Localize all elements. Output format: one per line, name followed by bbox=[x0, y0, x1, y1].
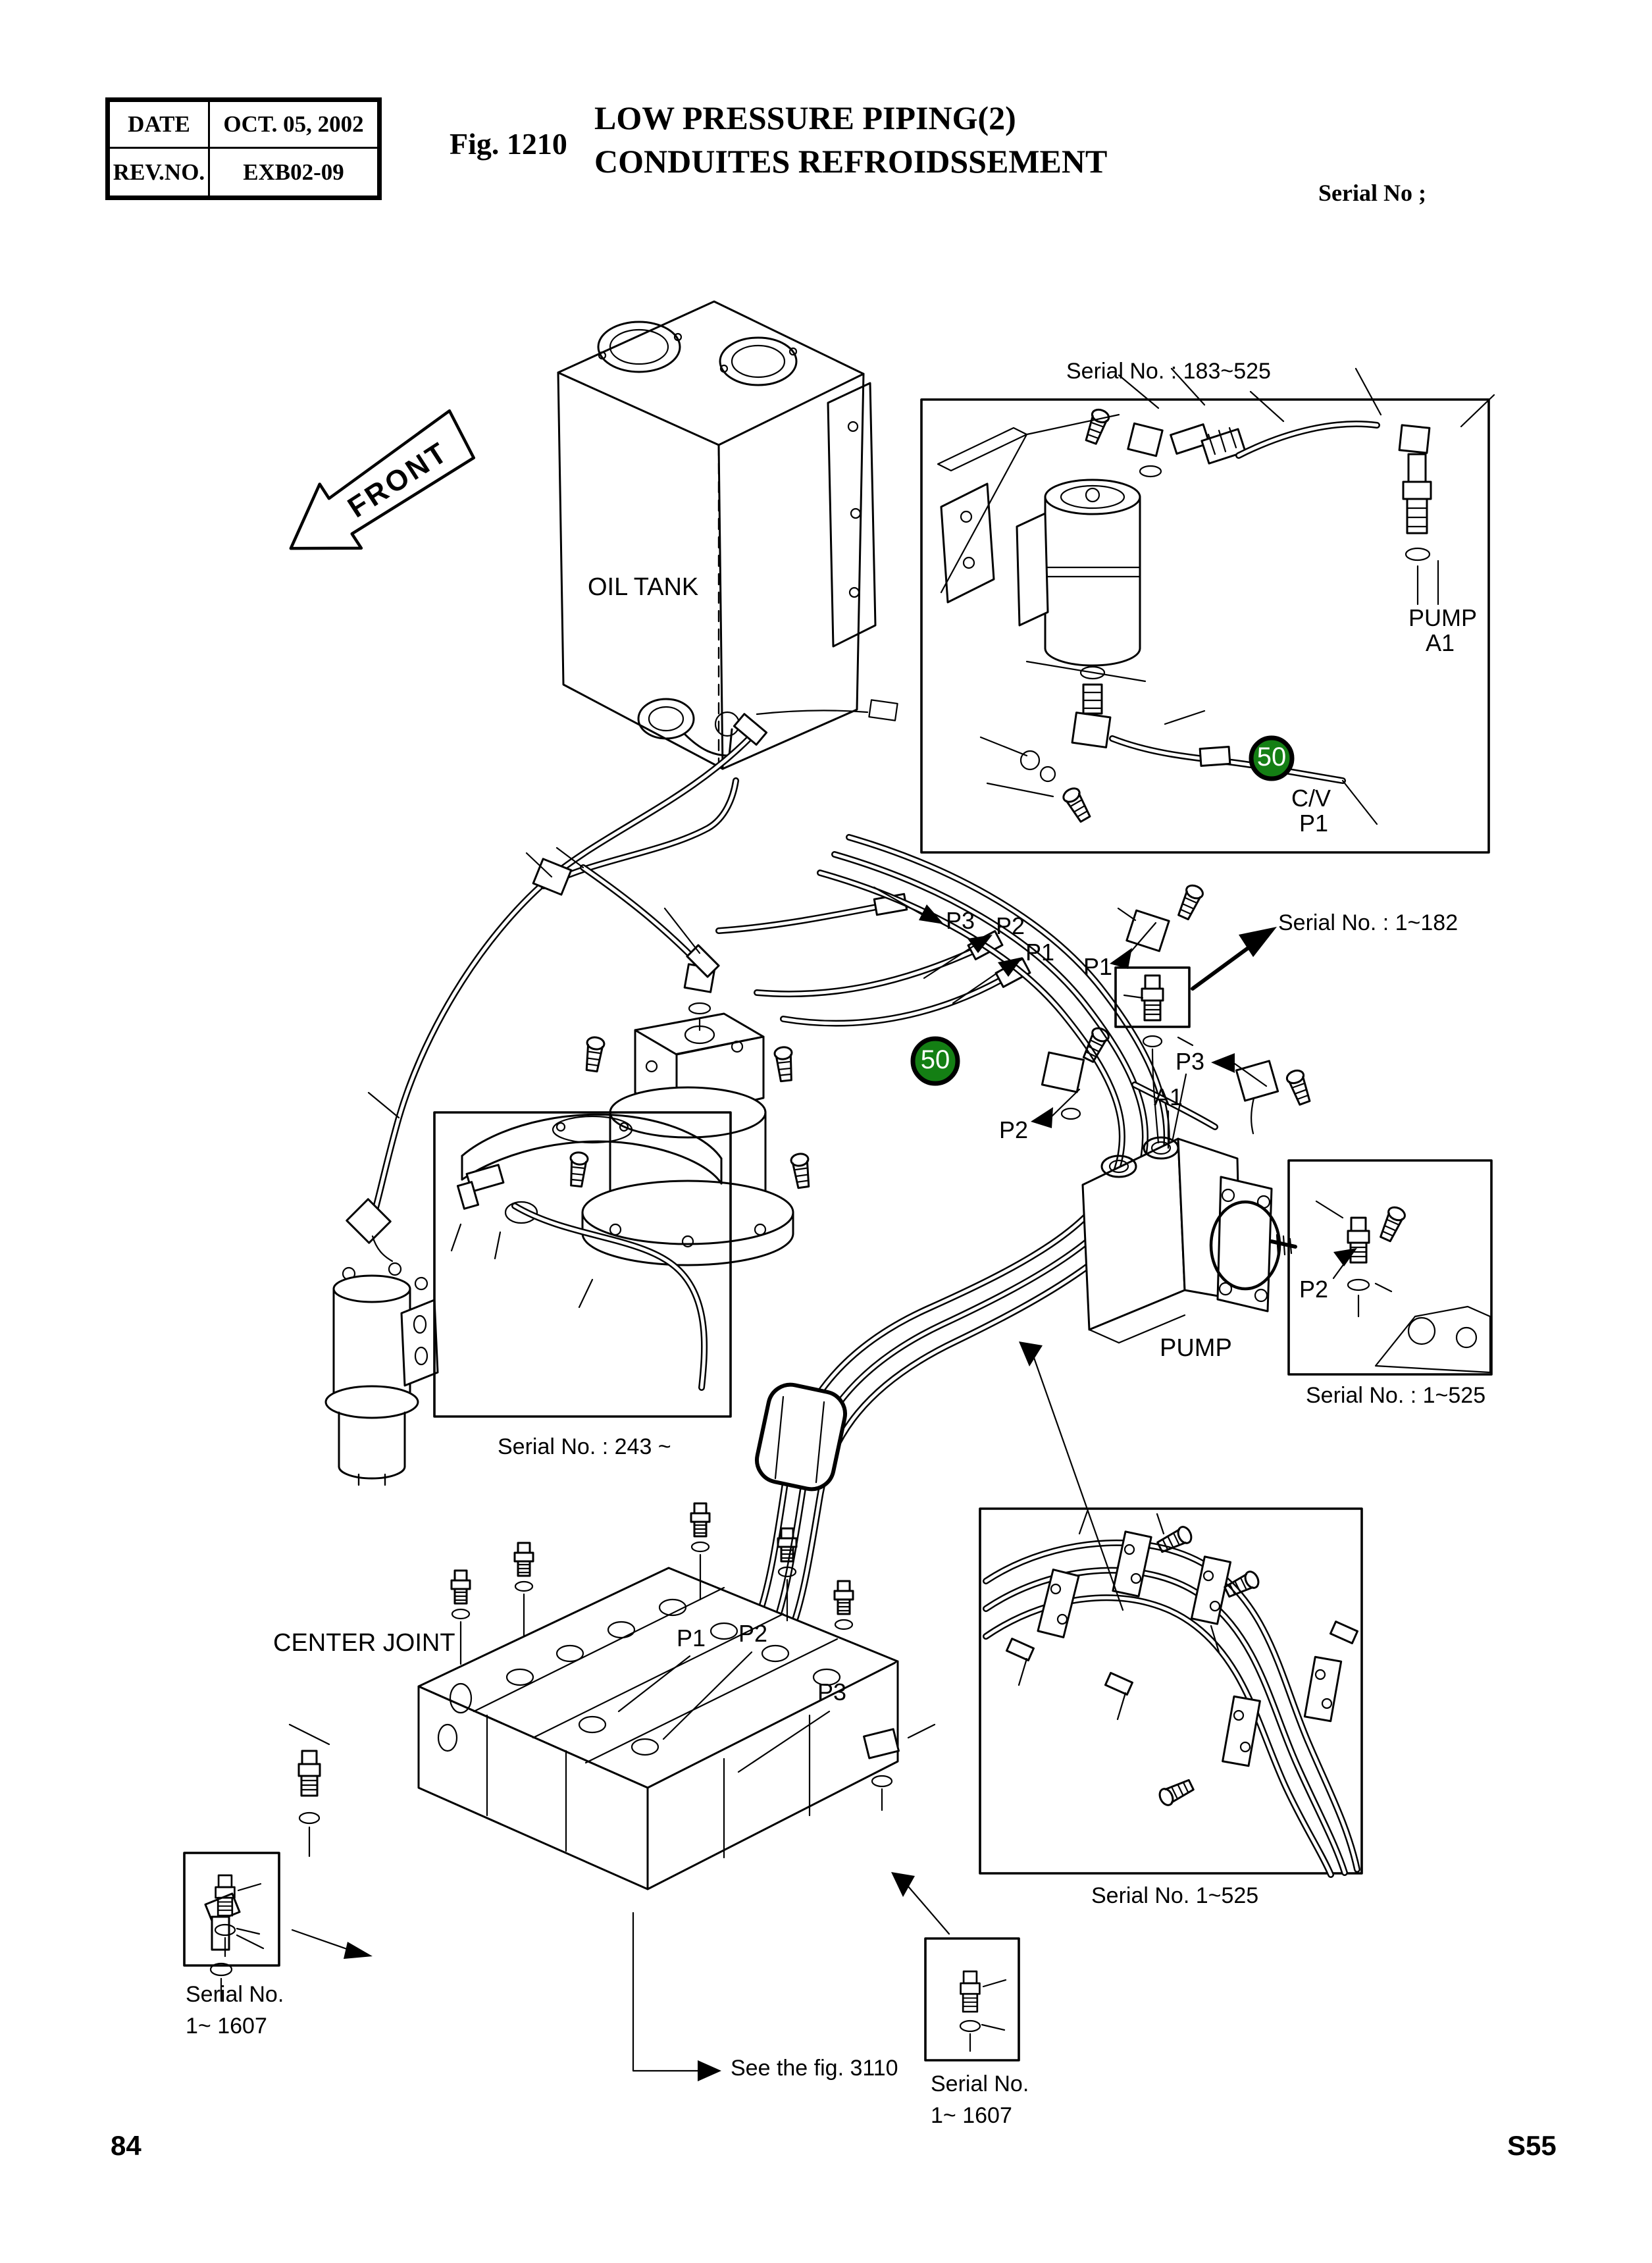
port-label-p1-valve: P1 bbox=[677, 1625, 706, 1652]
revision-table-label: REV.NO. bbox=[110, 149, 210, 195]
caption-serial-1-182: Serial No. : 1~182 bbox=[1278, 910, 1458, 935]
port-label-a1-pump: A1 bbox=[1154, 1083, 1183, 1110]
port-label-p2-pump: P2 bbox=[999, 1116, 1029, 1143]
pump-a1-label-a1: A1 bbox=[1426, 629, 1455, 656]
pump-drawing bbox=[1081, 1073, 1297, 1344]
oil-tank-drawing bbox=[557, 300, 898, 770]
center-joint-drawing bbox=[324, 1262, 439, 1492]
serial-no-note: Serial No ; bbox=[1318, 180, 1426, 206]
clamp-assembly-content bbox=[986, 1510, 1358, 1875]
caption-serial-1607-right-line2: 1~ 1607 bbox=[931, 2103, 1012, 2128]
caption-serial-1607-right-line1: Serial No. bbox=[931, 2071, 1029, 2096]
badge-top-circle bbox=[1249, 735, 1295, 781]
cv-label: C/V bbox=[1291, 785, 1331, 812]
oil-tank-label: OIL TANK bbox=[588, 573, 699, 601]
inset-box-frames bbox=[183, 398, 1493, 2062]
page-title-line2: CONDUITES REFROIDSSEMENT bbox=[594, 143, 1108, 180]
center-joint-label: CENTER JOINT bbox=[273, 1629, 455, 1657]
doc-code: S55 bbox=[1507, 2130, 1557, 2161]
upper-hose-ends bbox=[719, 893, 1031, 1023]
figure-number: Fig. 1210 bbox=[450, 127, 567, 161]
swing-motor-drawing bbox=[567, 868, 813, 1266]
port-label-p3-pump: P3 bbox=[1175, 1048, 1205, 1075]
serial-243-content bbox=[450, 1113, 723, 1388]
port-label-p3-valve: P3 bbox=[817, 1678, 847, 1705]
revision-table-label: DATE bbox=[110, 102, 210, 149]
page-number: 84 bbox=[111, 2130, 142, 2161]
serial-1607-left-content bbox=[214, 1874, 262, 1958]
revision-table-value: EXB02-09 bbox=[243, 159, 344, 185]
badge-top-number: 50 bbox=[1256, 742, 1287, 771]
badge-mid-circle bbox=[910, 1036, 960, 1086]
cv-port-label: P1 bbox=[1299, 810, 1329, 837]
page-title-line1: LOW PRESSURE PIPING(2) bbox=[594, 99, 1016, 136]
port-label-p1-box: P1 bbox=[1083, 953, 1113, 980]
caption-serial-1-525-big: Serial No. 1~525 bbox=[1091, 1883, 1259, 1908]
badge-mid-number: 50 bbox=[920, 1045, 950, 1074]
front-direction-arrow: FRONT bbox=[289, 409, 475, 550]
caption-serial-1607-left-line1: Serial No. bbox=[186, 1982, 284, 2007]
pump-label: PUMP bbox=[1160, 1334, 1232, 1362]
port-label-p2-upper: P2 bbox=[996, 912, 1025, 939]
pump-a1-label-pump: PUMP bbox=[1408, 604, 1478, 631]
leader-arrows bbox=[291, 846, 1357, 2081]
port-label-p2-valve: P2 bbox=[738, 1620, 768, 1647]
caption-serial-183-525: Serial No. : 183~525 bbox=[1066, 359, 1271, 384]
serial-1-525-small-content bbox=[1315, 1200, 1491, 1374]
caption-serial-1-525-small: Serial No. : 1~525 bbox=[1306, 1383, 1486, 1408]
revision-table-value: OCT. 05, 2002 bbox=[210, 102, 377, 149]
caption-serial-1607-left-line2: 1~ 1607 bbox=[186, 2014, 267, 2039]
port-label-p3-upper: P3 bbox=[946, 907, 975, 934]
serial-1-182-fitting bbox=[1117, 881, 1206, 1144]
revision-table: DATE OCT. 05, 2002 REV.NO. EXB02-09 bbox=[105, 97, 382, 200]
valve-block-drawing bbox=[204, 1502, 936, 2002]
main-hose-bundle bbox=[729, 837, 1215, 1711]
see-fig-note: See the fig. 3110 bbox=[731, 2056, 898, 2081]
serial-1607-right-content bbox=[959, 1970, 1007, 2052]
caption-serial-243: Serial No. : 243 ~ bbox=[498, 1434, 671, 1459]
accumulator-assembly-drawing bbox=[937, 367, 1495, 825]
badge-circles bbox=[910, 735, 1295, 1086]
port-label-p2-inset: P2 bbox=[1299, 1276, 1329, 1303]
port-label-p1-upper: P1 bbox=[1025, 939, 1055, 966]
pump-port-fittings bbox=[1041, 1024, 1314, 1135]
